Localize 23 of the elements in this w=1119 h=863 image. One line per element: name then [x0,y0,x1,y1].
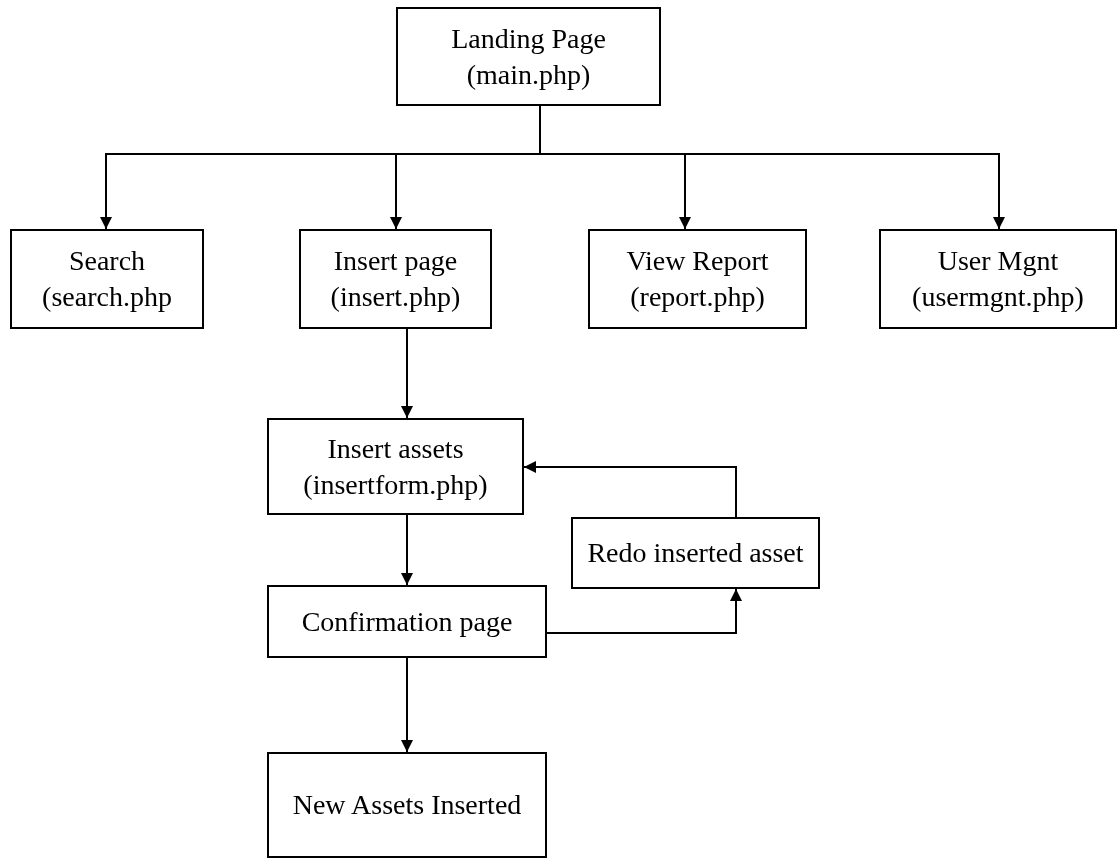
node-label: Landing Page (main.php) [450,21,607,92]
process-box [299,229,492,329]
process-box [396,7,661,106]
node-label: Confirmation page [301,604,513,639]
node-label: Insert page (insert.php) [329,244,462,314]
arrow [401,328,413,419]
node-label: User Mgnt (usermgnt.php) [911,244,1085,314]
node-label: View Report (report.php) [625,244,770,314]
process-box [10,229,204,329]
arrow [523,461,737,518]
process-box [267,752,547,858]
node-label: Insert assets (insertform.php) [302,431,489,502]
process-box [879,229,1117,329]
process-box [267,585,547,658]
arrow [401,657,413,753]
node-label: Redo inserted asset [587,536,804,570]
process-box [267,418,524,515]
process-box [588,229,807,329]
node-label: New Assets Inserted [292,788,522,822]
arrow [546,588,742,634]
node-label: Search (search.php [41,244,173,314]
process-box [571,517,820,589]
arrow [401,514,413,586]
